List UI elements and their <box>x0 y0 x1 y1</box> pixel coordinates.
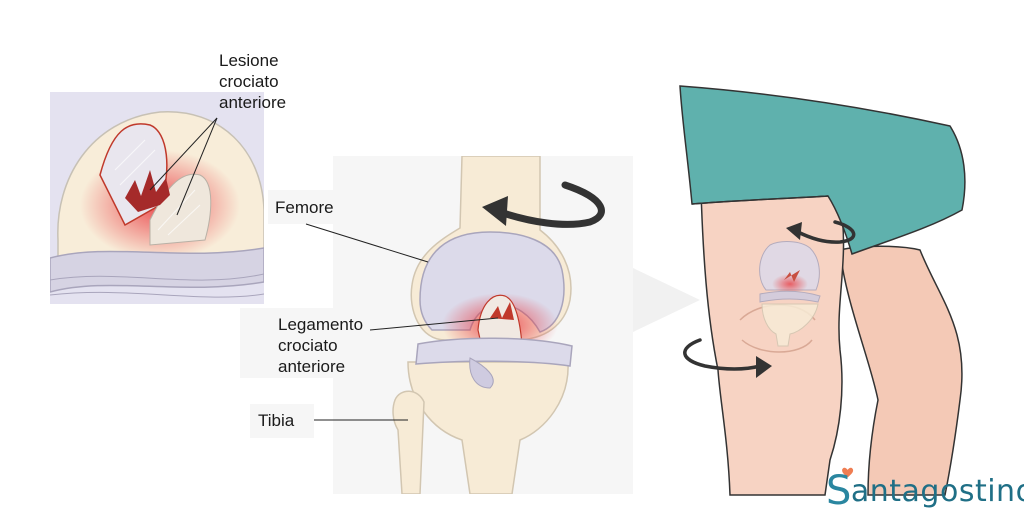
label-bg-femur <box>268 190 338 224</box>
back-leg <box>839 245 963 496</box>
femur-pointer <box>305 223 429 263</box>
upper-arrow-head <box>786 222 802 240</box>
label-acl-line1: Legamento <box>278 315 364 334</box>
label-bg-acl <box>240 308 360 378</box>
label-acl-tear-line1: Lesione <box>219 51 279 70</box>
arrow-connector <box>633 268 700 332</box>
brand-name: antagostino <box>850 473 1024 509</box>
label-acl-line2: crociato <box>278 336 338 355</box>
upper-rotation-arrow <box>796 220 856 244</box>
meniscus-band <box>469 357 494 389</box>
fibula-bone <box>392 390 425 494</box>
label-tibia: Tibia <box>258 411 295 430</box>
brand-heart-icon <box>842 467 854 478</box>
acl-pointer <box>369 317 499 331</box>
knee-diagram <box>392 156 573 494</box>
label-acl-line3: anteriore <box>278 357 346 376</box>
acl-tear-mark <box>490 302 514 320</box>
label-bg-tibia <box>250 404 314 438</box>
femur-arrow-head <box>482 196 508 226</box>
inset-tear <box>125 170 170 212</box>
tear-pointer-2 <box>176 117 218 216</box>
label-acl-tear-line3: anteriore <box>219 93 287 112</box>
inset-panel <box>50 92 264 304</box>
label-femur: Femore <box>275 198 334 217</box>
label-acl: Legamento crociato anteriore <box>278 314 363 377</box>
brand-initial: S <box>826 468 852 514</box>
lower-arrow-head <box>756 356 772 378</box>
leg-illustration <box>679 85 966 496</box>
mini-knee <box>759 241 821 347</box>
meniscus <box>415 337 573 367</box>
lower-rotation-arrow <box>683 338 762 371</box>
label-acl-tear: Lesione crociato anteriore <box>219 50 286 113</box>
tear-pointer-1 <box>149 117 218 191</box>
label-acl-tear-line2: crociato <box>219 72 279 91</box>
femur-rotation-arrow <box>496 181 605 228</box>
inset-meniscus <box>50 247 264 293</box>
